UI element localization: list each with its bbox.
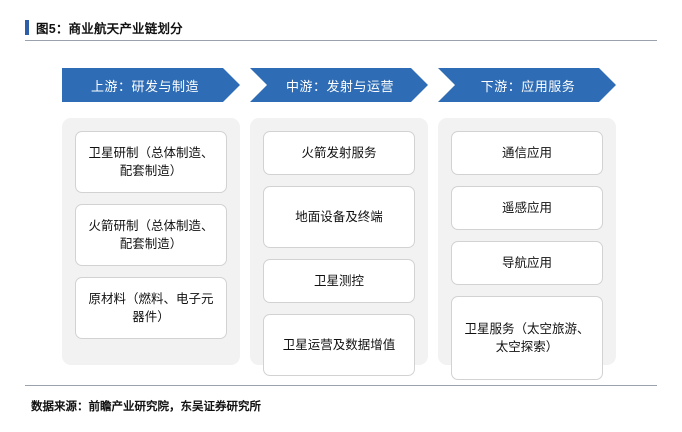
list-item-label: 原材料（燃料、电子元器件） bbox=[88, 291, 214, 324]
list-item: 卫星测控 bbox=[263, 259, 415, 303]
page-title: 图5：商业航天产业链划分 bbox=[36, 22, 183, 36]
value-chain-diagram: 上游：研发与制造 卫星研制（总体制造、配套制造） 火箭研制（总体制造、配套制造）… bbox=[62, 68, 632, 380]
list-item: 卫星研制（总体制造、配套制造） bbox=[75, 131, 227, 193]
list-item-label: 通信应用 bbox=[501, 145, 552, 160]
list-item: 导航应用 bbox=[451, 241, 603, 285]
list-item-label: 遥感应用 bbox=[501, 200, 552, 215]
list-item-label: 地面设备及终端 bbox=[295, 209, 383, 224]
footer-divider bbox=[25, 385, 657, 386]
chain-column-midstream: 中游：发射与运营 火箭发射服务 地面设备及终端 卫星测控 卫星运营及数据增值 bbox=[250, 68, 428, 376]
list-item-label: 火箭研制（总体制造、配套制造） bbox=[88, 218, 214, 251]
list-item-label: 卫星研制（总体制造、配套制造） bbox=[88, 145, 214, 178]
chain-column-downstream: 下游：应用服务 通信应用 遥感应用 导航应用 卫星服务（太空旅游、太空探索） bbox=[438, 68, 616, 380]
list-item: 卫星运营及数据增值 bbox=[263, 314, 415, 376]
list-item-label: 火箭发射服务 bbox=[301, 145, 377, 160]
list-item-label: 卫星运营及数据增值 bbox=[282, 337, 396, 352]
column-body-upstream: 卫星研制（总体制造、配套制造） 火箭研制（总体制造、配套制造） 原材料（燃料、电… bbox=[62, 118, 240, 365]
list-item-label: 导航应用 bbox=[501, 255, 552, 270]
list-item: 通信应用 bbox=[451, 131, 603, 175]
column-header-upstream: 上游：研发与制造 bbox=[62, 68, 240, 102]
title-accent-bar bbox=[25, 20, 29, 35]
list-item: 遥感应用 bbox=[451, 186, 603, 230]
column-header-midstream: 中游：发射与运营 bbox=[250, 68, 428, 102]
column-header-upstream-label: 上游：研发与制造 bbox=[90, 78, 199, 94]
list-item: 火箭发射服务 bbox=[263, 131, 415, 175]
figure-title-row: 图5：商业航天产业链划分 bbox=[25, 18, 183, 37]
list-item: 原材料（燃料、电子元器件） bbox=[75, 277, 227, 339]
list-item-label: 卫星测控 bbox=[313, 273, 364, 288]
column-body-downstream: 通信应用 遥感应用 导航应用 卫星服务（太空旅游、太空探索） bbox=[438, 118, 616, 380]
source-note: 数据来源：前瞻产业研究院，东吴证券研究所 bbox=[31, 401, 261, 413]
column-header-downstream-label: 下游：应用服务 bbox=[480, 78, 576, 94]
list-item: 卫星服务（太空旅游、太空探索） bbox=[451, 296, 603, 380]
list-item: 火箭研制（总体制造、配套制造） bbox=[75, 204, 227, 266]
title-divider bbox=[25, 40, 657, 41]
list-item-label: 卫星服务（太空旅游、太空探索） bbox=[464, 321, 590, 354]
column-header-midstream-label: 中游：发射与运营 bbox=[285, 78, 394, 94]
column-body-midstream: 火箭发射服务 地面设备及终端 卫星测控 卫星运营及数据增值 bbox=[250, 118, 428, 376]
list-item: 地面设备及终端 bbox=[263, 186, 415, 248]
chain-column-upstream: 上游：研发与制造 卫星研制（总体制造、配套制造） 火箭研制（总体制造、配套制造）… bbox=[62, 68, 240, 365]
column-header-downstream: 下游：应用服务 bbox=[438, 68, 616, 102]
